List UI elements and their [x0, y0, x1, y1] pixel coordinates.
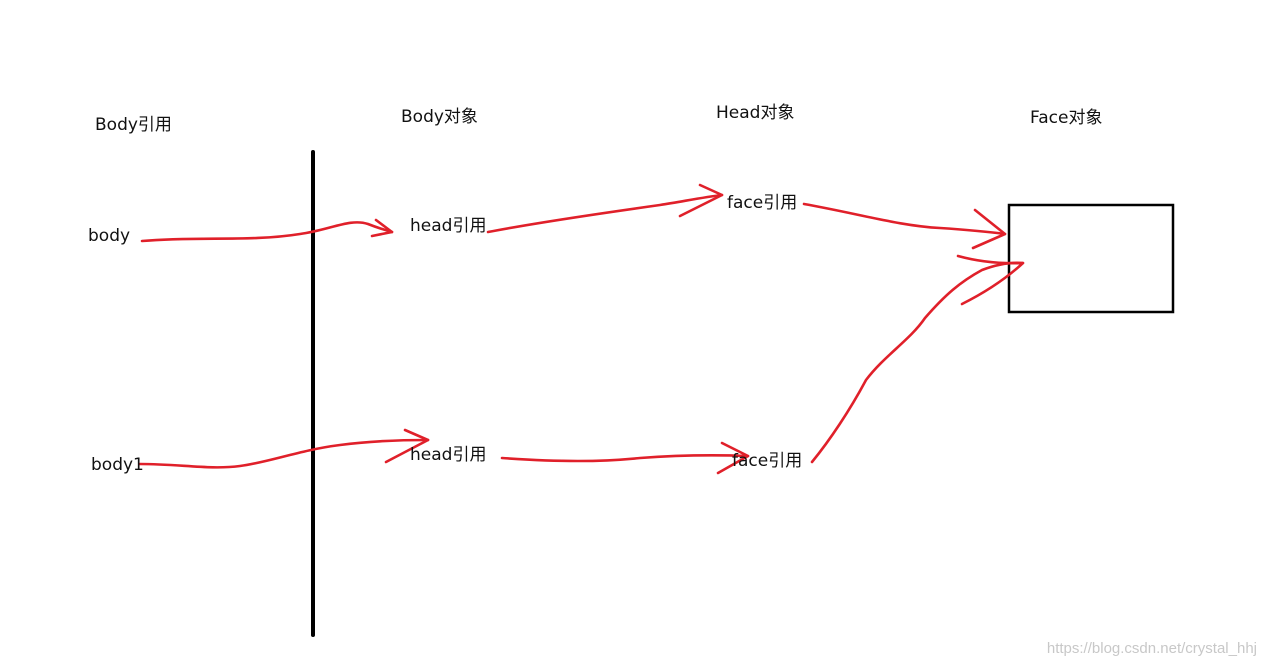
label-head-ref-bottom: head引用: [410, 445, 487, 465]
arrow-head-bottom-to-face-bottom: [500, 454, 750, 463]
arrowhead-face-top-to-box: [971, 208, 1007, 250]
header-body-ref: Body引用: [95, 115, 172, 135]
label-head-ref-top: head引用: [410, 216, 487, 236]
label-body: body: [88, 226, 131, 246]
arrow-body1-to-head-bottom: [138, 438, 430, 469]
header-head-object: Head对象: [716, 103, 795, 123]
arrowhead-face-bottom-to-box: [956, 254, 1025, 306]
arrow-body-to-head-top: [140, 221, 394, 243]
arrow-face-top-to-box: [802, 202, 1007, 236]
arrowhead-body1-to-head-bottom: [384, 428, 430, 464]
label-face-ref-top: face引用: [727, 193, 798, 213]
watermark: https://blog.csdn.net/crystal_hhj: [1046, 640, 1257, 657]
arrowhead-head-top-to-face-top: [678, 183, 724, 218]
arrow-head-top-to-face-top: [486, 193, 724, 234]
arrow-face-bottom-to-box: [810, 261, 1025, 464]
header-face-object: Face对象: [1030, 108, 1103, 128]
face-object-box: [1007, 203, 1175, 314]
arrowhead-head-bottom-to-face-bottom: [716, 441, 750, 475]
header-body-object: Body对象: [401, 107, 478, 127]
label-face-ref-bottom: face引用: [732, 451, 803, 471]
label-body1: body1: [91, 455, 144, 475]
arrowhead-body-to-head-top: [370, 218, 394, 238]
